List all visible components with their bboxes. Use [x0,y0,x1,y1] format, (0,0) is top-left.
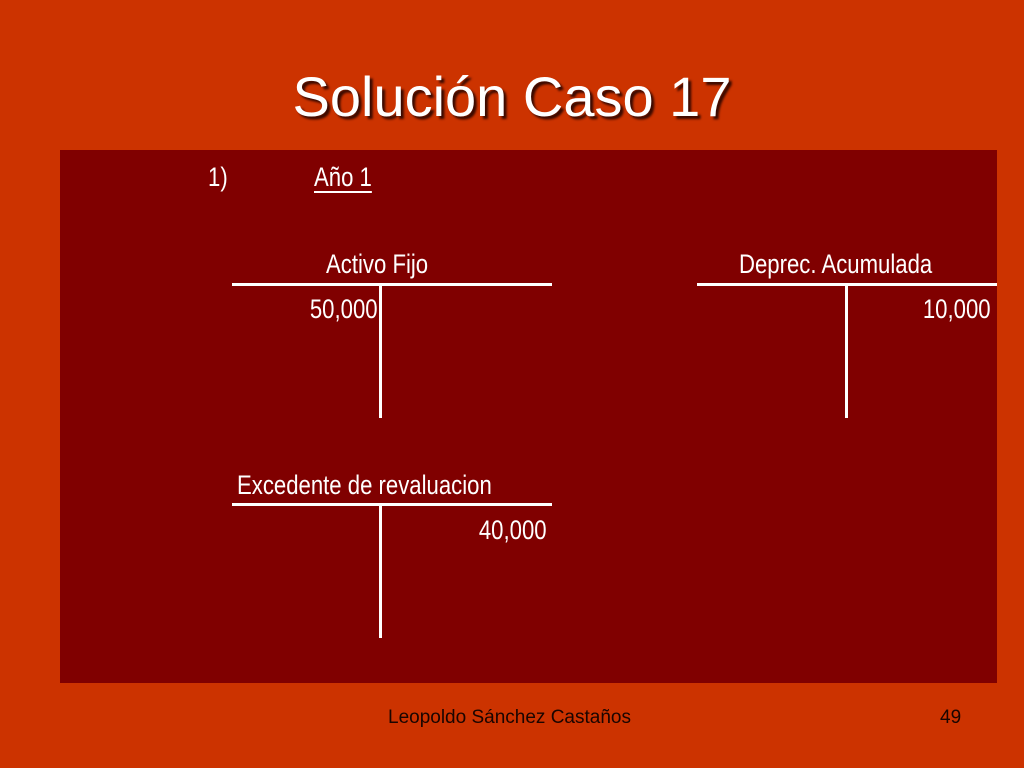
content-panel: 1) Año 1 Activo Fijo 50,000 Deprec. Acum… [60,150,997,683]
account-title-activo-fijo: Activo Fijo [326,249,429,279]
account-title-excedente: Excedente de revaluacion [237,470,492,500]
footer-author: Leopoldo Sánchez Castaños [388,707,631,728]
case-number: 1) [208,162,228,192]
page-number: 49 [940,707,962,728]
t-account-horizontal-line [232,283,552,286]
t-account-vertical-line [845,283,848,418]
t-account-vertical-line [379,283,382,418]
t-account-horizontal-line [232,503,552,506]
period-label: Año 1 [314,162,372,192]
debit-value-activo-fijo: 50,000 [310,294,378,324]
t-account-vertical-line [379,503,382,638]
credit-value-excedente: 40,000 [479,515,547,545]
credit-value-deprec-acumulada: 10,000 [923,294,991,324]
slide-title: Solución Caso 17 [292,65,732,128]
account-title-deprec-acumulada: Deprec. Acumulada [739,249,933,279]
